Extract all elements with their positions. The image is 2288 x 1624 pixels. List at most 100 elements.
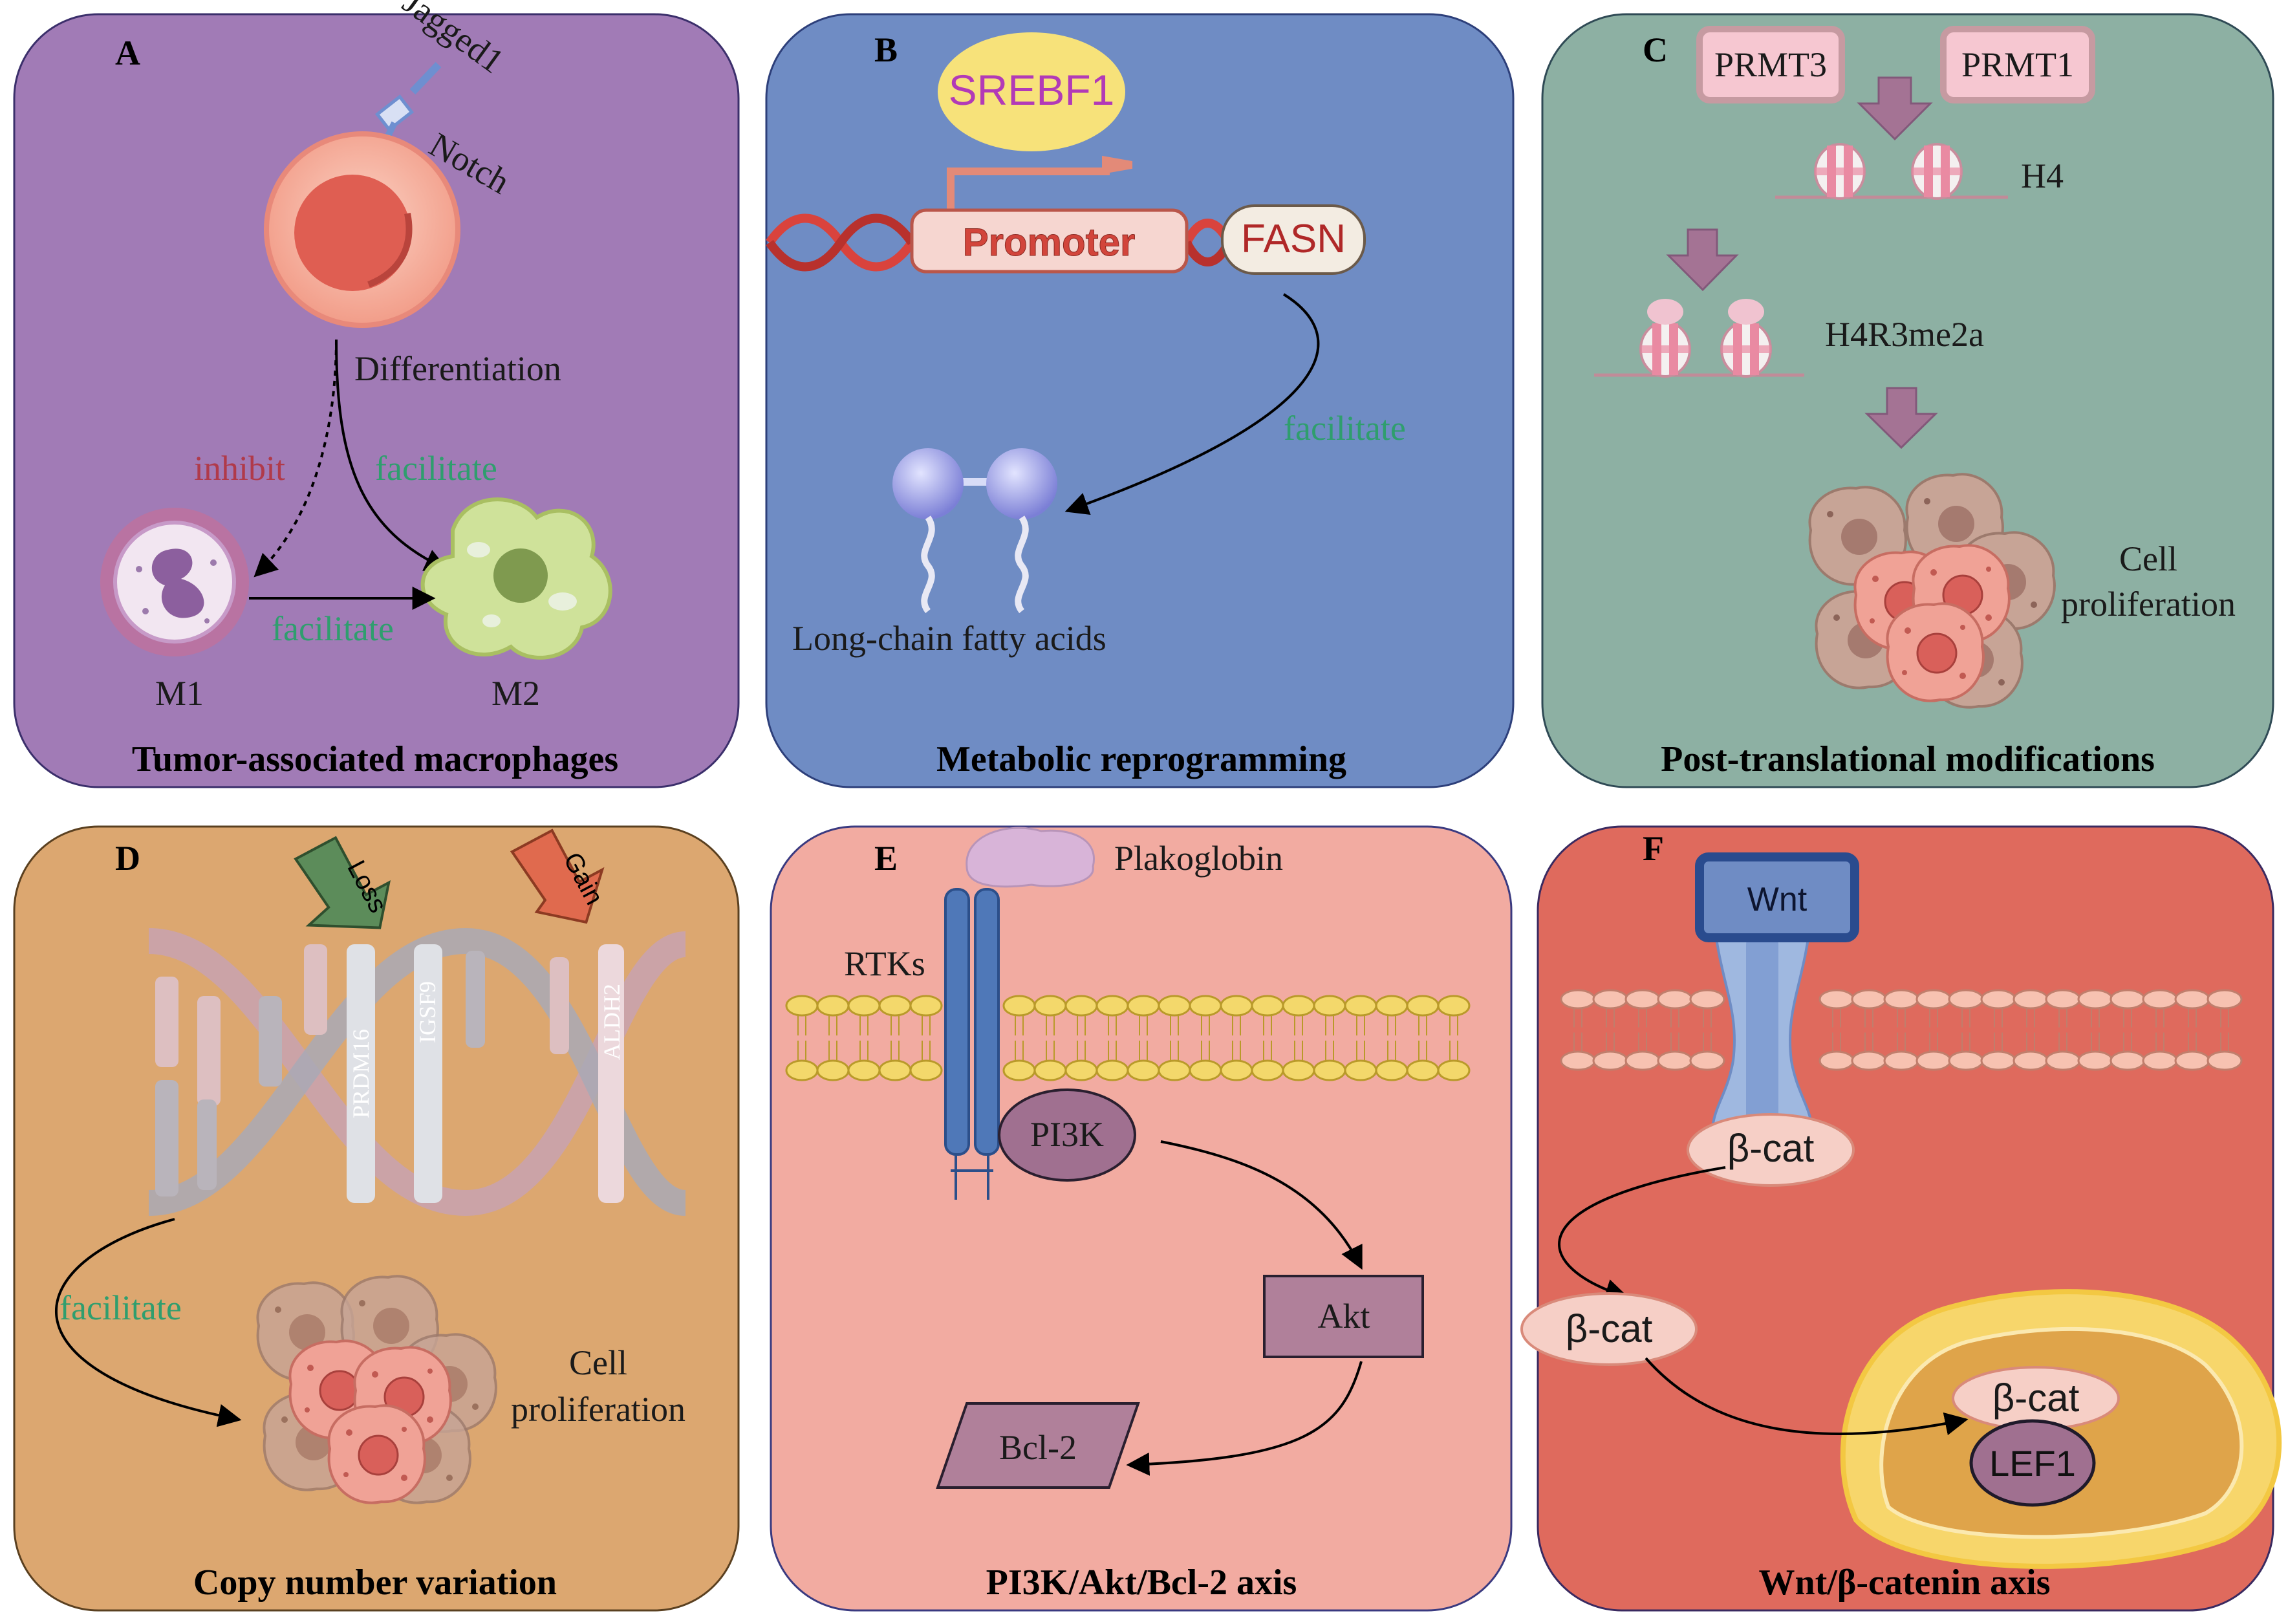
lipid-head	[1033, 1059, 1067, 1081]
lipid-tail	[1139, 1015, 1148, 1061]
lef1-oval	[1969, 1419, 2096, 1507]
lipid-head	[2142, 989, 2178, 1010]
lipid-tail	[2155, 1008, 2164, 1052]
lipid-tail	[1170, 1015, 1179, 1061]
panel-a-title: Tumor-associated macrophages	[132, 739, 618, 779]
fatty-acids-label: Long-chain fatty acids	[792, 619, 1106, 658]
lipid-head	[2207, 1050, 2243, 1071]
lipid-head	[2142, 1050, 2178, 1071]
lipid-head	[1560, 1050, 1596, 1071]
lipid-tail	[1201, 1015, 1210, 1061]
lipid-head	[847, 1059, 881, 1081]
lipid-tail	[1263, 1015, 1272, 1061]
gene-aldh2-label: ALDH2	[599, 984, 625, 1060]
lipid-head	[1158, 995, 1191, 1017]
h4r3-nucleosome-2	[1720, 321, 1772, 378]
facilitate-label-top: facilitate	[375, 449, 497, 488]
lipid-head	[1689, 1050, 1725, 1071]
lipid-tail	[2091, 1008, 2100, 1052]
lipid-tail	[1897, 1008, 1906, 1052]
prmt3-box	[1696, 26, 1845, 103]
lipid-head	[1819, 989, 1855, 1010]
lipid-tail	[1961, 1008, 1970, 1052]
lipid-tail	[2123, 1008, 2132, 1052]
lipid-tail	[2026, 1008, 2035, 1052]
lipid-head	[1251, 1059, 1284, 1081]
prmt3-label: PRMT3	[1714, 45, 1827, 84]
lipid-head	[1095, 995, 1129, 1017]
akt-box	[1263, 1275, 1424, 1358]
lipid-head	[1592, 989, 1628, 1010]
panel-d-title: Copy number variation	[193, 1563, 557, 1603]
prmt1-box	[1940, 26, 2095, 103]
lipid-head	[1437, 1059, 1471, 1081]
lipid-tail	[1046, 1015, 1055, 1061]
notch-receptor	[374, 94, 415, 132]
lipid-head	[1282, 1059, 1315, 1081]
panel-e: E Plakoglobin RTKs PI3K Akt Bcl-2 PI3K/A…	[770, 825, 1513, 1612]
lipid-head	[1657, 1050, 1693, 1071]
panel-c-title: Post-translational modifications	[1661, 739, 2155, 779]
panel-a-background	[13, 13, 740, 788]
gene-igsf9-label: IGSF9	[415, 981, 440, 1043]
panel-c-letter: C	[1643, 30, 1668, 69]
lipid-head	[1437, 995, 1471, 1017]
lipid-head	[1127, 1059, 1160, 1081]
lipid-head	[2045, 989, 2081, 1010]
lipid-head	[1883, 989, 1919, 1010]
panel-c: C PRMT3 PRMT1 H4 H4R3me2a Cell prolifera…	[1541, 13, 2274, 788]
lipid-tail	[1356, 1015, 1365, 1061]
lipid-head	[2110, 1050, 2146, 1071]
rtks-label: RTKs	[844, 944, 925, 983]
lipid-tail	[1573, 1008, 1582, 1052]
lipid-head	[1948, 989, 1984, 1010]
lipid-tail	[2058, 1008, 2067, 1052]
bcl2-label: Bcl-2	[999, 1428, 1077, 1467]
lipid-tail	[1418, 1015, 1427, 1061]
lipid-head	[1127, 995, 1160, 1017]
lipid-head	[1095, 1059, 1129, 1081]
lipid-tail	[1449, 1015, 1458, 1061]
lipid-tail	[1294, 1015, 1303, 1061]
fasn-label: FASN	[1241, 217, 1346, 261]
lipid-head	[1189, 1059, 1222, 1081]
fasn-arrow	[1064, 293, 1320, 515]
lipid-head	[1344, 995, 1377, 1017]
lipid-tail	[1606, 1008, 1615, 1052]
lipid-head	[1220, 995, 1253, 1017]
lipid-head	[1282, 995, 1315, 1017]
differentiation-label: Differentiation	[354, 349, 561, 388]
progenitor-nucleus	[294, 175, 411, 291]
lipid-head	[1560, 989, 1596, 1010]
panel-d: D Loss Gain PRDM16 IGSF9 ALDH2 facilitat…	[13, 825, 740, 1612]
gain-arrow	[510, 828, 605, 924]
lipid-head	[785, 995, 819, 1017]
beta-catenin-cytoplasm	[1520, 1292, 1698, 1366]
transcription-arrow	[947, 155, 1133, 213]
lipid-head	[1406, 995, 1440, 1017]
lipid-head	[1313, 995, 1346, 1017]
lipid-head	[1948, 1050, 1984, 1071]
lipid-tail	[1325, 1015, 1334, 1061]
dna-double-helix	[148, 927, 687, 1217]
panel-b-background	[765, 13, 1515, 788]
lipid-head	[2077, 1050, 2113, 1071]
beta-catenin-label-1: β-cat	[1727, 1127, 1815, 1170]
akt-to-bcl2-arrow	[1126, 1361, 1363, 1476]
fatty-acid-head-right	[986, 448, 1057, 519]
proliferation-label-c: proliferation	[2061, 585, 2236, 623]
lipid-head	[2077, 989, 2113, 1010]
lipid-head	[1033, 995, 1067, 1017]
lipid-tail	[1232, 1015, 1241, 1061]
lipid-head	[2110, 989, 2146, 1010]
panel-e-letter: E	[874, 839, 898, 878]
lipid-head	[1851, 989, 1887, 1010]
plakoglobin-shape	[966, 827, 1095, 888]
pi3k-label: PI3K	[1030, 1115, 1104, 1154]
lef1-label: LEF1	[1989, 1443, 2076, 1484]
lipid-head	[2207, 989, 2243, 1010]
panel-b-title: Metabolic reprogramming	[936, 739, 1346, 779]
lipid-head	[1406, 1059, 1440, 1081]
beta-catenin-label-2: β-cat	[1566, 1307, 1653, 1350]
lipid-head	[2013, 989, 2049, 1010]
